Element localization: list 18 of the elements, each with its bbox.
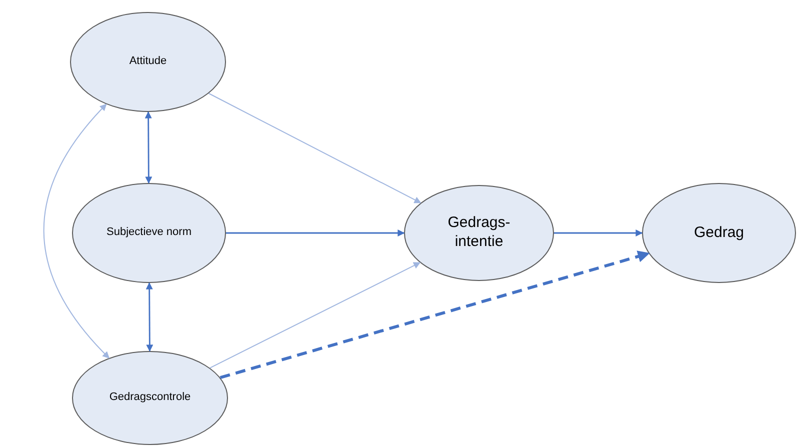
- arrow: [209, 262, 421, 368]
- arrow: [146, 282, 154, 352]
- arrow: [220, 250, 650, 380]
- arrow: [226, 230, 405, 236]
- ellipse-node: [642, 183, 796, 283]
- ellipse-node: [70, 12, 226, 112]
- arrow: [43, 104, 110, 359]
- ellipse-node: [72, 351, 228, 445]
- node-label: Gedrag: [694, 224, 744, 242]
- node-label: Gedragscontrole: [109, 391, 191, 405]
- arrow: [208, 92, 422, 204]
- arrow: [144, 111, 152, 184]
- node-label: Attitude: [129, 55, 167, 69]
- node-label: Gedrags- intentie: [446, 214, 512, 252]
- ellipse-node: [72, 183, 226, 283]
- node-label: Subjectieve norm: [106, 226, 192, 240]
- arrow: [554, 230, 643, 236]
- ellipse-node: [404, 185, 554, 281]
